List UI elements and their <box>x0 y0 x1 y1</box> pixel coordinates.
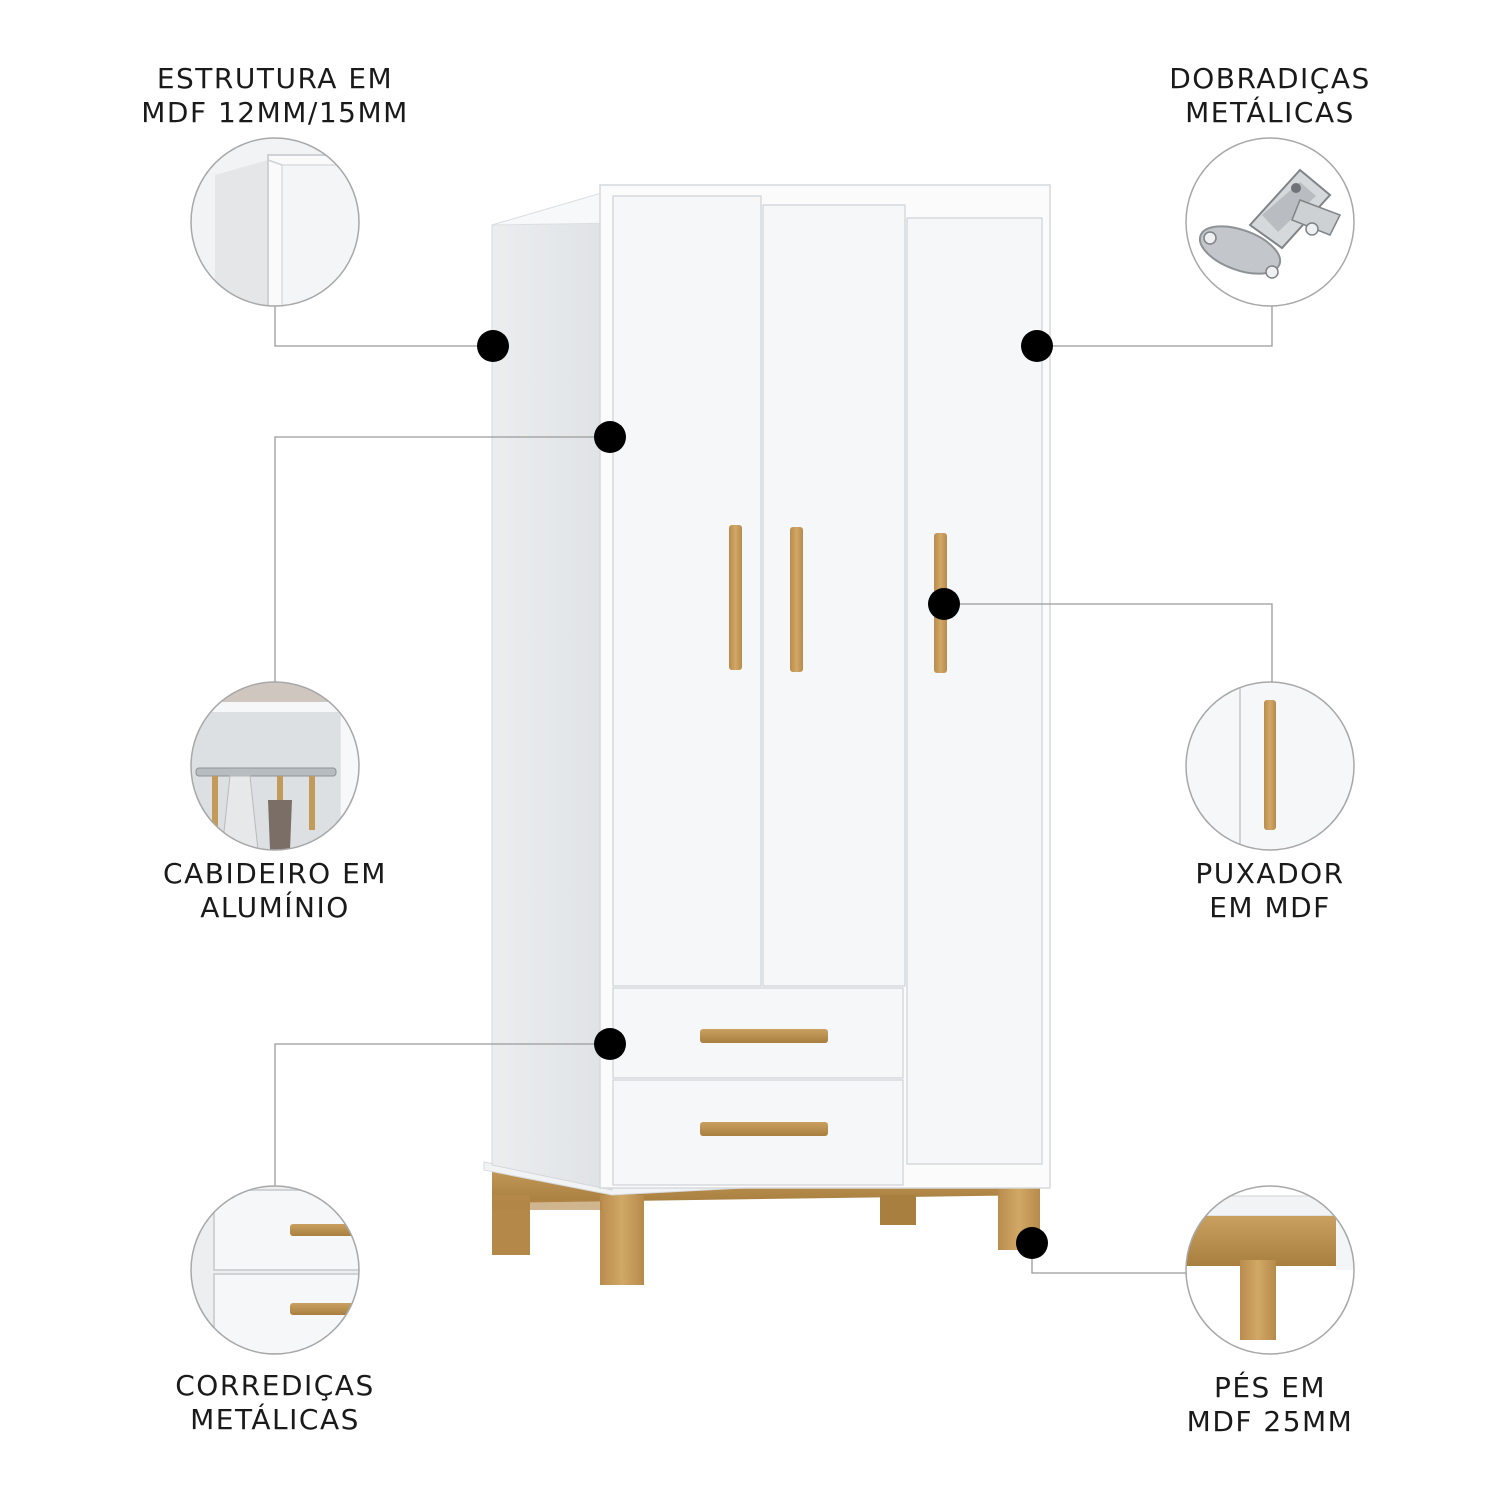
mdf-edge-icon <box>190 137 360 307</box>
label-cabideiro: CABIDEIRO EM ALUMÍNIO <box>163 857 387 924</box>
door-middle <box>762 204 906 987</box>
wooden-leg-icon <box>1185 1185 1355 1355</box>
marker-cabideiro <box>594 421 626 453</box>
label-pes: PÉS EM MDF 25MM <box>1186 1371 1354 1438</box>
handle-door-middle <box>790 527 803 672</box>
handle-drawer-top <box>700 1029 828 1043</box>
hanger-rail-icon <box>190 681 360 851</box>
marker-puxador <box>928 588 960 620</box>
label-dobradicas: DOBRADIÇAS METÁLICAS <box>1169 62 1371 129</box>
leader-lines <box>274 306 1273 1274</box>
handle-drawer-bottom <box>700 1122 828 1136</box>
marker-estrutura <box>477 330 509 362</box>
label-corredicas: CORREDIÇAS METÁLICAS <box>175 1369 375 1436</box>
drawer-slide-icon <box>190 1185 360 1355</box>
marker-dobradicas <box>1021 330 1053 362</box>
markers <box>477 330 1053 1259</box>
wardrobe <box>483 184 1051 1285</box>
door-right <box>906 217 1043 1165</box>
label-puxador: PUXADOR EM MDF <box>1195 857 1345 924</box>
handle-icon <box>1185 681 1355 851</box>
marker-pes <box>1016 1227 1048 1259</box>
marker-corredicas <box>594 1028 626 1060</box>
label-estrutura: ESTRUTURA EM MDF 12MM/15MM <box>141 62 409 129</box>
hinge-icon <box>1185 137 1355 307</box>
handle-door-left <box>729 525 742 670</box>
